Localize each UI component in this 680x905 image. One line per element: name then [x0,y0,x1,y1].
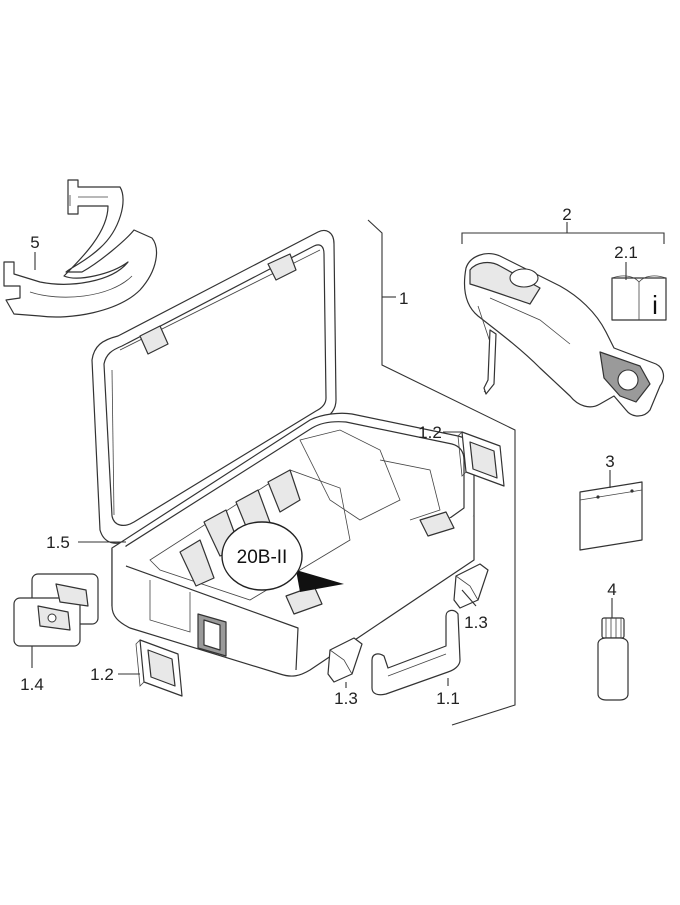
leader-foot-right [461,589,477,607]
label-card: 3 [605,452,614,471]
info-glyph: i [652,290,658,320]
label-strap: 5 [30,233,39,252]
oil-bottle [597,617,629,701]
label-tray: 1.5 [46,533,70,552]
insert-plate-top [457,431,505,487]
model-callout-text: 20B-II [237,547,288,568]
press-jaws [13,573,99,647]
foot-left [327,637,363,683]
carry-handle [371,609,461,696]
label-manual: 2.1 [614,243,638,262]
label-bottle: 4 [607,580,616,599]
manual-book-icon: i [611,275,667,321]
label-jaws: 1.4 [20,675,44,694]
label-foot-left: 1.3 [334,689,358,708]
insert-plate-bottom [135,639,183,697]
label-foot-right: 1.3 [464,613,488,632]
label-insert-left: 1.2 [90,665,114,684]
label-handle: 1.1 [436,689,460,708]
model-callout: 20B-II [221,521,344,592]
case-group-bracket [367,219,516,726]
label-tool: 2 [562,205,571,224]
tool-group-bracket [461,222,665,244]
pressing-tool [463,253,665,417]
shoulder-strap [3,179,158,318]
case-lid [91,229,337,544]
label-insert-top: 1.2 [418,423,442,442]
instruction-card [579,481,643,551]
foot-right [453,563,489,609]
label-case: 1 [399,289,408,308]
